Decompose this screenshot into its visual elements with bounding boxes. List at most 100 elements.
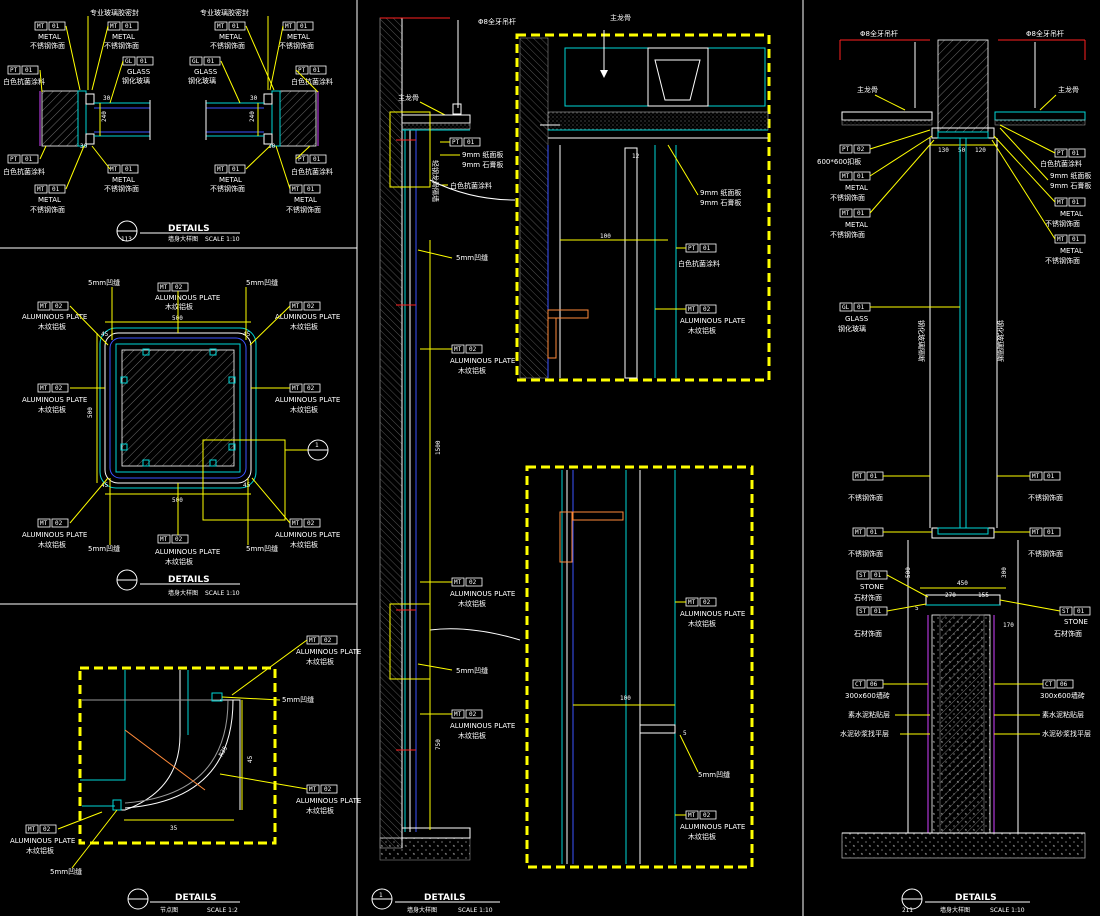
svg-text:MT: MT <box>37 186 45 193</box>
tag-node-bl: MT 02 ALUMINOUS PLATE 木纹铝板 <box>10 811 103 855</box>
tag-node-tr: MT 02 ALUMINOUS PLATE 木纹铝板 <box>231 635 361 696</box>
tag-gl-211: GL 01 GLASS 钢化玻璃 <box>838 302 960 333</box>
svg-text:METAL: METAL <box>845 184 868 192</box>
tag-mt-m2: MT 01 不锈钢饰面 <box>997 471 1063 502</box>
tag-mt-m3: MT 01 不锈钢饰面 <box>848 527 932 558</box>
svg-text:木纹铝板: 木纹铝板 <box>290 405 318 414</box>
dim-r35: R35 <box>218 745 230 758</box>
svg-text:ALUMINOUS PLATE: ALUMINOUS PLATE <box>275 396 340 404</box>
svg-text:MT: MT <box>454 346 462 353</box>
dim-45: 45 <box>247 755 254 763</box>
svg-text:MT: MT <box>285 23 293 30</box>
svg-text:木纹铝板: 木纹铝板 <box>458 366 486 375</box>
svg-text:300x600墙砖: 300x600墙砖 <box>1040 691 1085 700</box>
board-a-211: 9mm 纸面板 <box>1050 171 1091 180</box>
dim-120: 120 <box>975 147 986 154</box>
gap-tr: 5mm凹缝 <box>246 278 278 287</box>
panel-title: DETAILS <box>168 224 210 234</box>
svg-text:白色抗菌涂料: 白色抗菌涂料 <box>450 181 492 190</box>
svg-text:PT: PT <box>298 67 306 74</box>
dim-b: 240 <box>101 111 108 122</box>
svg-text:01: 01 <box>874 572 882 579</box>
callout-number: 1 <box>315 442 319 449</box>
svg-text:白色抗菌涂料: 白色抗菌涂料 <box>678 259 720 268</box>
svg-text:01: 01 <box>1047 473 1055 480</box>
svg-text:MT: MT <box>292 385 300 392</box>
svg-text:墙身大样图: 墙身大样图 <box>940 906 970 914</box>
svg-text:STONE: STONE <box>1064 618 1088 626</box>
svg-text:01: 01 <box>140 58 148 65</box>
svg-text:02: 02 <box>55 303 63 310</box>
svg-text:不锈钢饰面: 不锈钢饰面 <box>830 193 865 202</box>
svg-text:06: 06 <box>1060 681 1068 688</box>
dim-45d: 45 <box>243 482 251 489</box>
svg-text:ST: ST <box>1062 608 1070 615</box>
svg-text:01: 01 <box>207 58 215 65</box>
svg-text:MT: MT <box>842 210 850 217</box>
wall-detail-top: 主龙骨 100 12 9mm 纸面板 9mm 石膏板 PT 01 白色抗菌涂料 <box>515 13 771 382</box>
wall-dim-750: 750 <box>435 739 442 750</box>
svg-text:墙身大样图: 墙身大样图 <box>407 906 437 914</box>
tag-ct-r: CT 06 300x600墙砖 <box>994 679 1085 700</box>
svg-text:白色抗菌涂料: 白色抗菌涂料 <box>291 167 333 176</box>
svg-text:01: 01 <box>1072 150 1080 157</box>
tag-tl: MT 02 ALUMINOUS PLATE 木纹铝板 <box>22 301 109 346</box>
svg-text:不锈钢饰面: 不锈钢饰面 <box>848 493 883 502</box>
tag-mr: MT 02 ALUMINOUS PLATE 木纹铝板 <box>251 383 340 414</box>
dim-side: 500 <box>87 407 94 418</box>
tag-mt-r2: MT 01 METAL 不锈钢饰面 <box>991 139 1086 265</box>
hanger-r: Φ8全牙吊杆 <box>1026 29 1064 38</box>
svg-text:MT: MT <box>110 166 118 173</box>
svg-text:MT: MT <box>292 303 300 310</box>
panel-subtitle: 墙身大样图 <box>168 235 198 243</box>
svg-text:ALUMINOUS PLATE: ALUMINOUS PLATE <box>680 610 745 618</box>
svg-text:CT: CT <box>855 681 863 688</box>
svg-text:SCALE 1:10: SCALE 1:10 <box>205 590 240 597</box>
wall-board-a: 9mm 纸面板 <box>462 150 503 159</box>
svg-text:GL: GL <box>192 58 200 65</box>
wall-keel: 主龙骨 <box>398 93 419 102</box>
gap-top: 5mm凹缝 <box>282 695 314 704</box>
tag-mt-right-bottom2: MT 01 METAL 不锈钢饰面 <box>275 145 321 214</box>
panel-wall-section: Φ8全牙吊杆 主龙骨 PT 01 白色抗菌涂料 9mm 纸面板 9mm 石膏板 … <box>371 13 771 914</box>
svg-text:02: 02 <box>55 385 63 392</box>
svg-text:MT: MT <box>292 186 300 193</box>
svg-text:ALUMINOUS PLATE: ALUMINOUS PLATE <box>450 590 515 598</box>
svg-text:02: 02 <box>307 303 315 310</box>
tag-tr: MT 02 ALUMINOUS PLATE 木纹铝板 <box>249 301 340 346</box>
svg-text:METAL: METAL <box>112 176 135 184</box>
svg-text:木纹铝板: 木纹铝板 <box>306 806 334 815</box>
svg-text:METAL: METAL <box>112 33 135 41</box>
svg-text:木纹铝板: 木纹铝板 <box>688 832 716 841</box>
svg-text:METAL: METAL <box>219 33 242 41</box>
svg-text:PT: PT <box>1057 150 1065 157</box>
svg-text:METAL: METAL <box>219 176 242 184</box>
svg-text:02: 02 <box>324 786 332 793</box>
tag-mt-center-bottom: MT 01 METAL 不锈钢饰面 <box>91 145 139 193</box>
svg-text:MT: MT <box>1032 529 1040 536</box>
title-block-wall: 1 DETAILS 墙身大样图 SCALE 1:10 <box>371 888 500 914</box>
svg-text:PT: PT <box>10 67 18 74</box>
svg-text:GLASS: GLASS <box>194 68 218 76</box>
svg-text:墙身大样图: 墙身大样图 <box>168 589 198 597</box>
cement-r: 素水泥粘贴层 <box>1042 710 1084 719</box>
svg-text:MT: MT <box>1032 473 1040 480</box>
svg-text:STONE: STONE <box>860 583 884 591</box>
svg-text:MT: MT <box>160 284 168 291</box>
svg-text:SCALE 1:10: SCALE 1:10 <box>990 907 1025 914</box>
svg-text:01: 01 <box>1072 236 1080 243</box>
svg-text:PT: PT <box>10 156 18 163</box>
svg-text:不锈钢饰面: 不锈钢饰面 <box>1028 549 1063 558</box>
svg-text:MT: MT <box>842 173 850 180</box>
svg-text:MT: MT <box>309 637 317 644</box>
svg-text:不锈钢饰面: 不锈钢饰面 <box>210 184 245 193</box>
svg-text:01: 01 <box>313 156 321 163</box>
wall-vertical-label: 轻钢龙骨隔墙 <box>431 160 440 202</box>
svg-text:不锈钢饰面: 不锈钢饰面 <box>830 230 865 239</box>
tag-pt-right-bottom: PT 01 白色抗菌涂料 <box>291 145 333 176</box>
tag-mt-center-top: MT 01 METAL 不锈钢饰面 <box>91 21 139 91</box>
svg-text:MT: MT <box>37 23 45 30</box>
panel-frames <box>0 0 804 916</box>
svg-text:不锈钢饰面: 不锈钢饰面 <box>104 41 139 50</box>
panel-column-section: 500 500 500 45 45 45 45 1 MT 02 ALUMINOU… <box>22 278 340 597</box>
